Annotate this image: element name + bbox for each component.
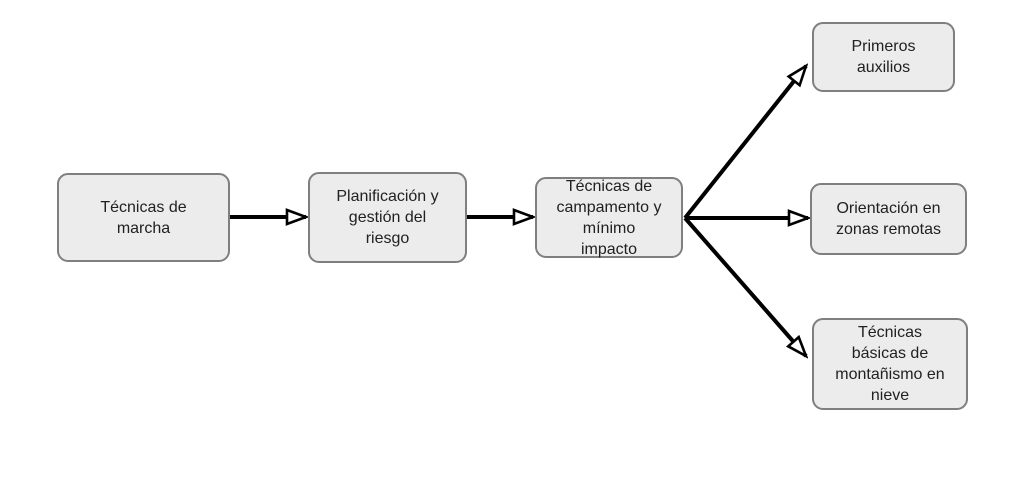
node-orientacion-zonas-remotas: Orientación en zonas remotas	[810, 183, 967, 255]
node-label: Planificación y gestión del riesgo	[336, 188, 439, 247]
node-tecnicas-basicas-montanismo-nieve: Técnicas básicas de montañismo en nieve	[812, 318, 968, 410]
node-label: Primeros auxilios	[851, 38, 916, 76]
node-label: Técnicas de marcha	[100, 198, 187, 237]
node-tecnicas-de-marcha: Técnicas de marcha	[57, 173, 230, 262]
node-label: Técnicas básicas de montañismo en nieve	[835, 324, 945, 404]
node-label: Orientación en zonas remotas	[836, 200, 941, 238]
arrow-campamento-to-primeros-auxilios	[683, 66, 806, 220]
node-tecnicas-campamento-minimo-impacto: Técnicas de campamento y mínimo impacto	[535, 177, 683, 258]
arrow-campamento-to-montanismo	[683, 216, 806, 356]
node-primeros-auxilios: Primeros auxilios	[812, 22, 955, 92]
node-label: Técnicas de campamento y mínimo impacto	[556, 177, 662, 258]
node-planificacion-gestion-riesgo: Planificación y gestión del riesgo	[308, 172, 467, 263]
